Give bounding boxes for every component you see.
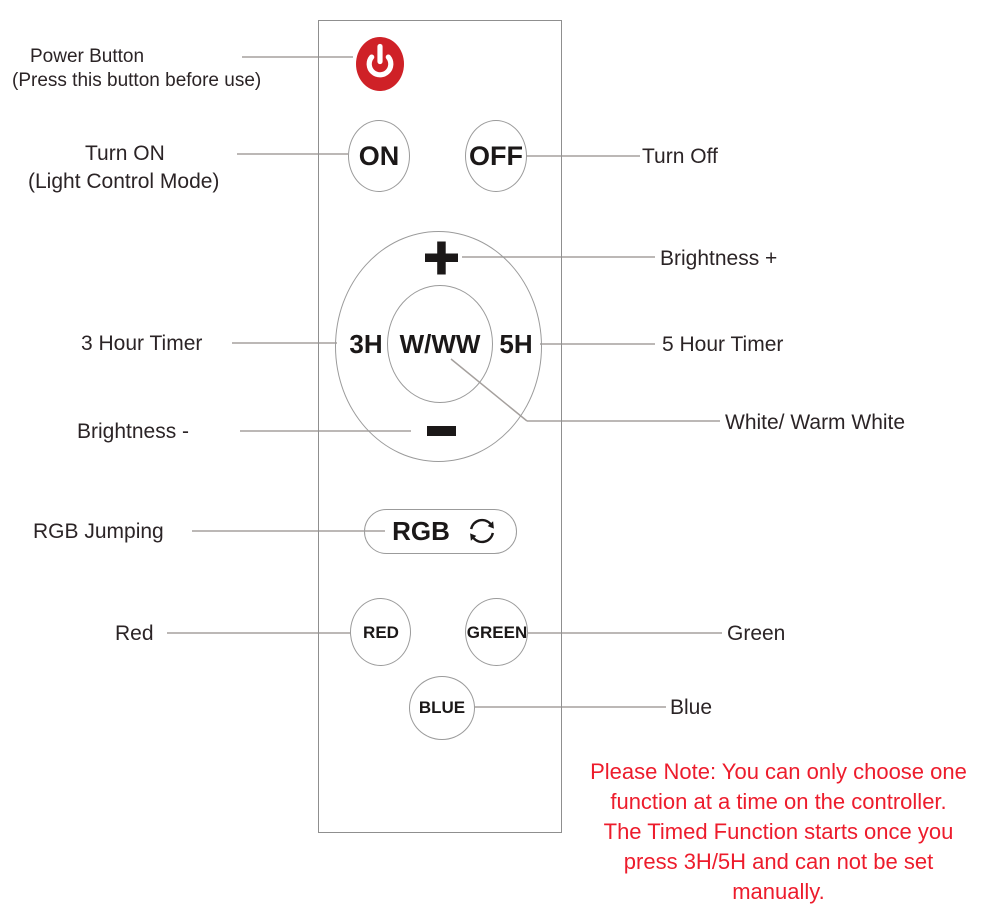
- on-button-label[interactable]: ON: [358, 141, 400, 171]
- three-hour-timer-callout: 3 Hour Timer: [81, 332, 203, 355]
- five-hour-timer-callout: 5 Hour Timer: [662, 333, 784, 356]
- off-button[interactable]: [465, 120, 527, 192]
- rgb-button-label[interactable]: RGB: [392, 516, 450, 546]
- blue-callout: Blue: [670, 696, 713, 719]
- red-button[interactable]: [350, 598, 411, 666]
- control-pad-inner-ring: [387, 285, 493, 403]
- blue-button[interactable]: [409, 676, 475, 740]
- note-line-5: manually.: [732, 879, 825, 904]
- red-button-label[interactable]: RED: [363, 623, 399, 642]
- control-pad-outer-ring: [335, 231, 542, 462]
- remote-body: [318, 20, 562, 833]
- green-callout: Green: [727, 622, 786, 645]
- note-line-4: press 3H/5H and can not be set: [623, 849, 934, 874]
- rgb-jumping-callout: RGB Jumping: [33, 520, 164, 543]
- timer-3h-button[interactable]: 3H: [349, 329, 383, 359]
- power-icon[interactable]: [356, 37, 404, 91]
- brightness-plus-callout: Brightness +: [660, 247, 778, 270]
- note-line-1: Please Note: You can only choose one: [590, 759, 967, 784]
- green-button[interactable]: [465, 598, 528, 666]
- please-note-text: Please Note: You can only choose one fun…: [557, 757, 1000, 905]
- power-callout-line2: (Press this button before use): [12, 70, 262, 91]
- on-button[interactable]: [348, 120, 410, 192]
- connector-lines: [167, 56, 722, 708]
- turn-on-callout-line1: Turn ON: [85, 142, 165, 165]
- power-callout-line1: Power Button: [30, 46, 145, 67]
- white-warm-white-callout: White/ Warm White: [725, 411, 906, 434]
- cycle-arrow-icon: [470, 518, 494, 544]
- turn-on-callout-line2: (Light Control Mode): [28, 170, 220, 193]
- green-button-label[interactable]: GREEN: [466, 623, 528, 642]
- turn-off-callout: Turn Off: [642, 145, 718, 168]
- note-line-3: The Timed Function starts once you: [603, 819, 954, 844]
- brightness-minus-callout: Brightness -: [77, 420, 190, 443]
- rgb-button[interactable]: [364, 509, 517, 554]
- blue-button-label[interactable]: BLUE: [418, 698, 466, 717]
- timer-5h-button[interactable]: 5H: [499, 329, 533, 359]
- note-line-2: function at a time on the controller.: [610, 789, 947, 814]
- white-warm-white-button[interactable]: W/WW: [399, 329, 481, 359]
- red-callout: Red: [115, 622, 154, 645]
- off-button-label[interactable]: OFF: [469, 141, 523, 171]
